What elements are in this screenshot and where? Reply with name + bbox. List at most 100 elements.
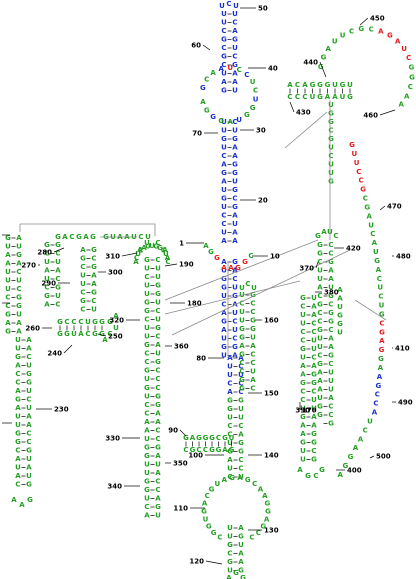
nucleotide-A: A — [311, 422, 317, 430]
nucleotide-G: G — [144, 341, 150, 349]
nucleotide-A: A — [228, 264, 234, 272]
nucleotide-C: C — [227, 422, 232, 430]
nucleotide-U: U — [113, 324, 119, 332]
nucleotide-A: A — [232, 27, 238, 35]
nucleotide-A: A — [102, 336, 108, 344]
nucleotide-A: A — [16, 319, 22, 327]
nucleotide-A: A — [155, 452, 161, 460]
nucleotide-C: C — [300, 328, 305, 336]
nucleotide-A: A — [165, 254, 171, 262]
nucleotide-C: C — [250, 308, 255, 316]
nucleotide-G: G — [144, 256, 150, 264]
nucleotide-G: G — [317, 301, 323, 309]
position-tick — [319, 61, 327, 78]
nucleotide-C: C — [227, 431, 232, 439]
nucleotide-G: G — [80, 297, 86, 305]
nucleotide-A: A — [221, 237, 227, 245]
nucleotide-G: G — [232, 186, 238, 194]
nucleotide-A: A — [155, 418, 161, 426]
nucleotide-G: G — [232, 258, 238, 266]
nucleotide-G: G — [328, 110, 334, 118]
nucleotide-C: C — [44, 250, 49, 258]
nucleotide-G: G — [328, 318, 334, 326]
nucleotide-A: A — [376, 266, 382, 274]
nucleotide-C: C — [239, 359, 244, 367]
nucleotide-A: A — [221, 264, 227, 272]
nucleotide-C: C — [204, 76, 209, 84]
nucleotide-G: G — [317, 250, 323, 258]
nucleotide-U: U — [5, 243, 11, 251]
nucleotide-C: C — [245, 280, 250, 288]
nucleotide-A: A — [300, 371, 306, 379]
nucleotide-G: G — [376, 382, 382, 390]
nucleotide-G: G — [317, 93, 323, 101]
nucleotide-A: A — [144, 418, 150, 426]
nucleotide-A: A — [239, 342, 245, 350]
nucleotide-C: C — [328, 152, 333, 160]
position-label: 110 — [173, 505, 188, 513]
nucleotide-G: G — [91, 263, 97, 271]
nucleotide-U: U — [144, 333, 150, 341]
nucleotide-G: G — [328, 292, 334, 300]
nucleotide-C: C — [221, 152, 226, 160]
nucleotide-G: G — [358, 25, 364, 33]
nucleotide-G: G — [235, 264, 241, 272]
nucleotide-G: G — [239, 351, 245, 359]
nucleotide-C: C — [227, 380, 232, 388]
nucleotide-C: C — [253, 86, 258, 94]
nucleotide-U: U — [144, 435, 150, 443]
nucleotide-G: G — [144, 299, 150, 307]
nucleotide-G: G — [239, 325, 245, 333]
nucleotide-A: A — [367, 212, 373, 220]
nucleotide-C: C — [317, 292, 322, 300]
position-label: 180 — [187, 300, 202, 308]
nucleotide-C: C — [300, 337, 305, 345]
position-tick — [53, 247, 65, 253]
nucleotide-C: C — [300, 396, 305, 404]
nucleotide-C: C — [239, 368, 244, 376]
nucleotide-A: A — [232, 267, 238, 275]
nucleotide-C: C — [317, 318, 322, 326]
nucleotide-U: U — [354, 159, 360, 167]
nucleotide-G: G — [311, 456, 317, 464]
nucleotide-U: U — [80, 272, 86, 280]
position-label: 260 — [25, 325, 40, 333]
tertiary-connector-line — [164, 239, 319, 301]
nucleotide-A: A — [113, 312, 119, 320]
nucleotide-U: U — [227, 533, 233, 541]
nucleotide-U: U — [15, 421, 21, 429]
nucleotide-C: C — [15, 447, 20, 455]
position-tick — [369, 455, 375, 459]
nucleotide-A: A — [222, 446, 228, 454]
nucleotide-G: G — [348, 453, 354, 461]
nucleotide-C: C — [155, 486, 160, 494]
nucleotide-A: A — [232, 144, 238, 152]
position-tick — [379, 109, 396, 116]
nucleotide-G: G — [250, 325, 256, 333]
nucleotide-A: A — [221, 326, 227, 334]
nucleotide-C: C — [232, 195, 237, 203]
nucleotide-U: U — [328, 284, 334, 292]
nucleotide-U: U — [144, 282, 150, 290]
nucleotide-U: U — [221, 203, 227, 211]
position-label: 390 — [295, 407, 310, 415]
nucleotide-G: G — [206, 523, 212, 531]
nucleotide-U: U — [232, 178, 238, 186]
nucleotide-U: U — [250, 334, 256, 342]
nucleotide-U: U — [311, 345, 317, 353]
nucleotide-U: U — [232, 10, 238, 18]
nucleotide-G: G — [210, 113, 216, 121]
nucleotide-G: G — [144, 486, 150, 494]
position-label: 380 — [324, 289, 339, 297]
position-label: 440 — [303, 59, 318, 67]
position-label: 10 — [270, 253, 280, 261]
position-tick — [63, 344, 73, 354]
nucleotide-A: A — [155, 341, 161, 349]
nucleotide-U: U — [332, 81, 338, 89]
nucleotide-U: U — [214, 480, 220, 488]
nucleotide-C: C — [26, 438, 31, 446]
nucleotide-C: C — [363, 426, 368, 434]
nucleotide-C: C — [232, 335, 237, 343]
nucleotide-C: C — [71, 318, 76, 326]
nucleotide-A: A — [300, 422, 306, 430]
